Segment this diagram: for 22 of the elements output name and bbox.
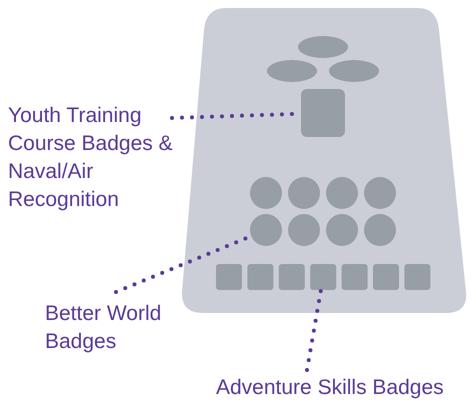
round-badge <box>364 214 396 246</box>
badge-patch <box>278 264 305 290</box>
round-badge <box>364 177 396 209</box>
oval-badge <box>329 60 379 82</box>
badge-patch <box>373 264 399 290</box>
oval-badge <box>298 36 348 58</box>
callout-text: Youth Training Course Badges & Naval/Air Recognition <box>8 102 174 214</box>
oval-badge <box>267 60 317 82</box>
round-badge <box>288 177 320 209</box>
badge-patch <box>342 264 368 290</box>
badge-patch <box>301 89 345 137</box>
round-badge <box>326 177 358 209</box>
callout-text: Adventure Skills Badges <box>216 374 476 402</box>
badge-patch <box>247 264 274 290</box>
callout-text: Better World Badges <box>45 300 185 356</box>
round-badge <box>288 214 320 246</box>
round-badge <box>326 214 358 246</box>
badge-patch <box>310 264 336 290</box>
badge-patch <box>216 264 242 290</box>
badge-patch <box>404 264 430 290</box>
round-badge <box>250 177 282 209</box>
round-badge <box>250 214 282 246</box>
